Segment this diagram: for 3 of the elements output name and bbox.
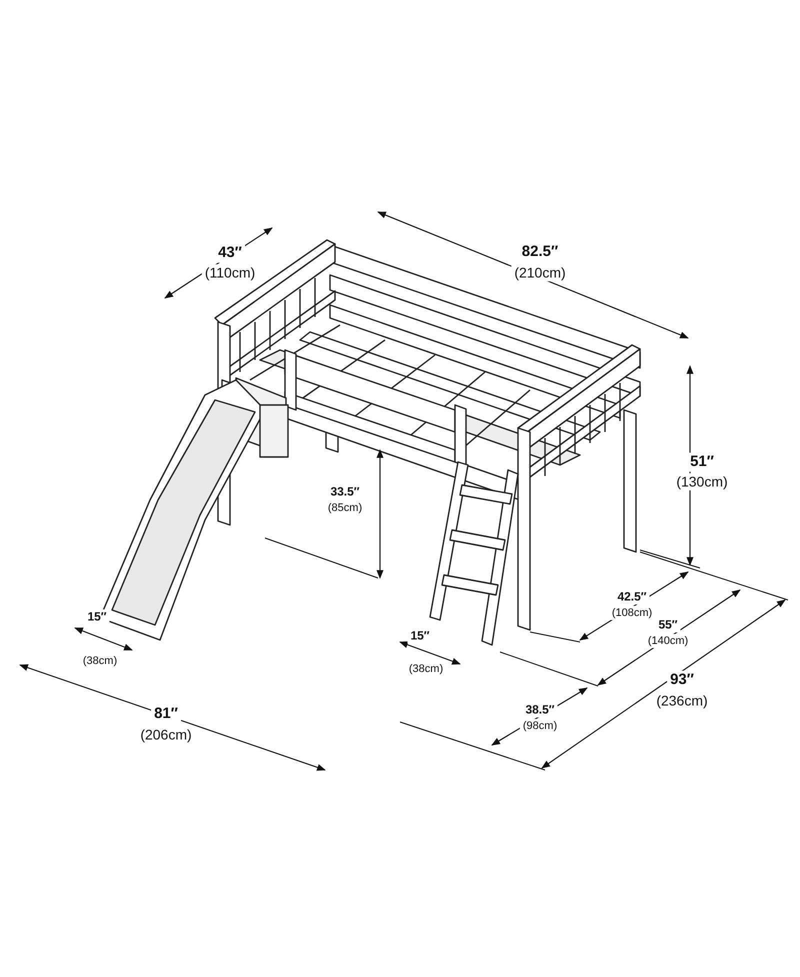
dimension-label: 43″ <box>215 244 245 262</box>
dimension-label: 51″ <box>687 452 717 472</box>
dimension-label: 81″ <box>151 704 181 724</box>
